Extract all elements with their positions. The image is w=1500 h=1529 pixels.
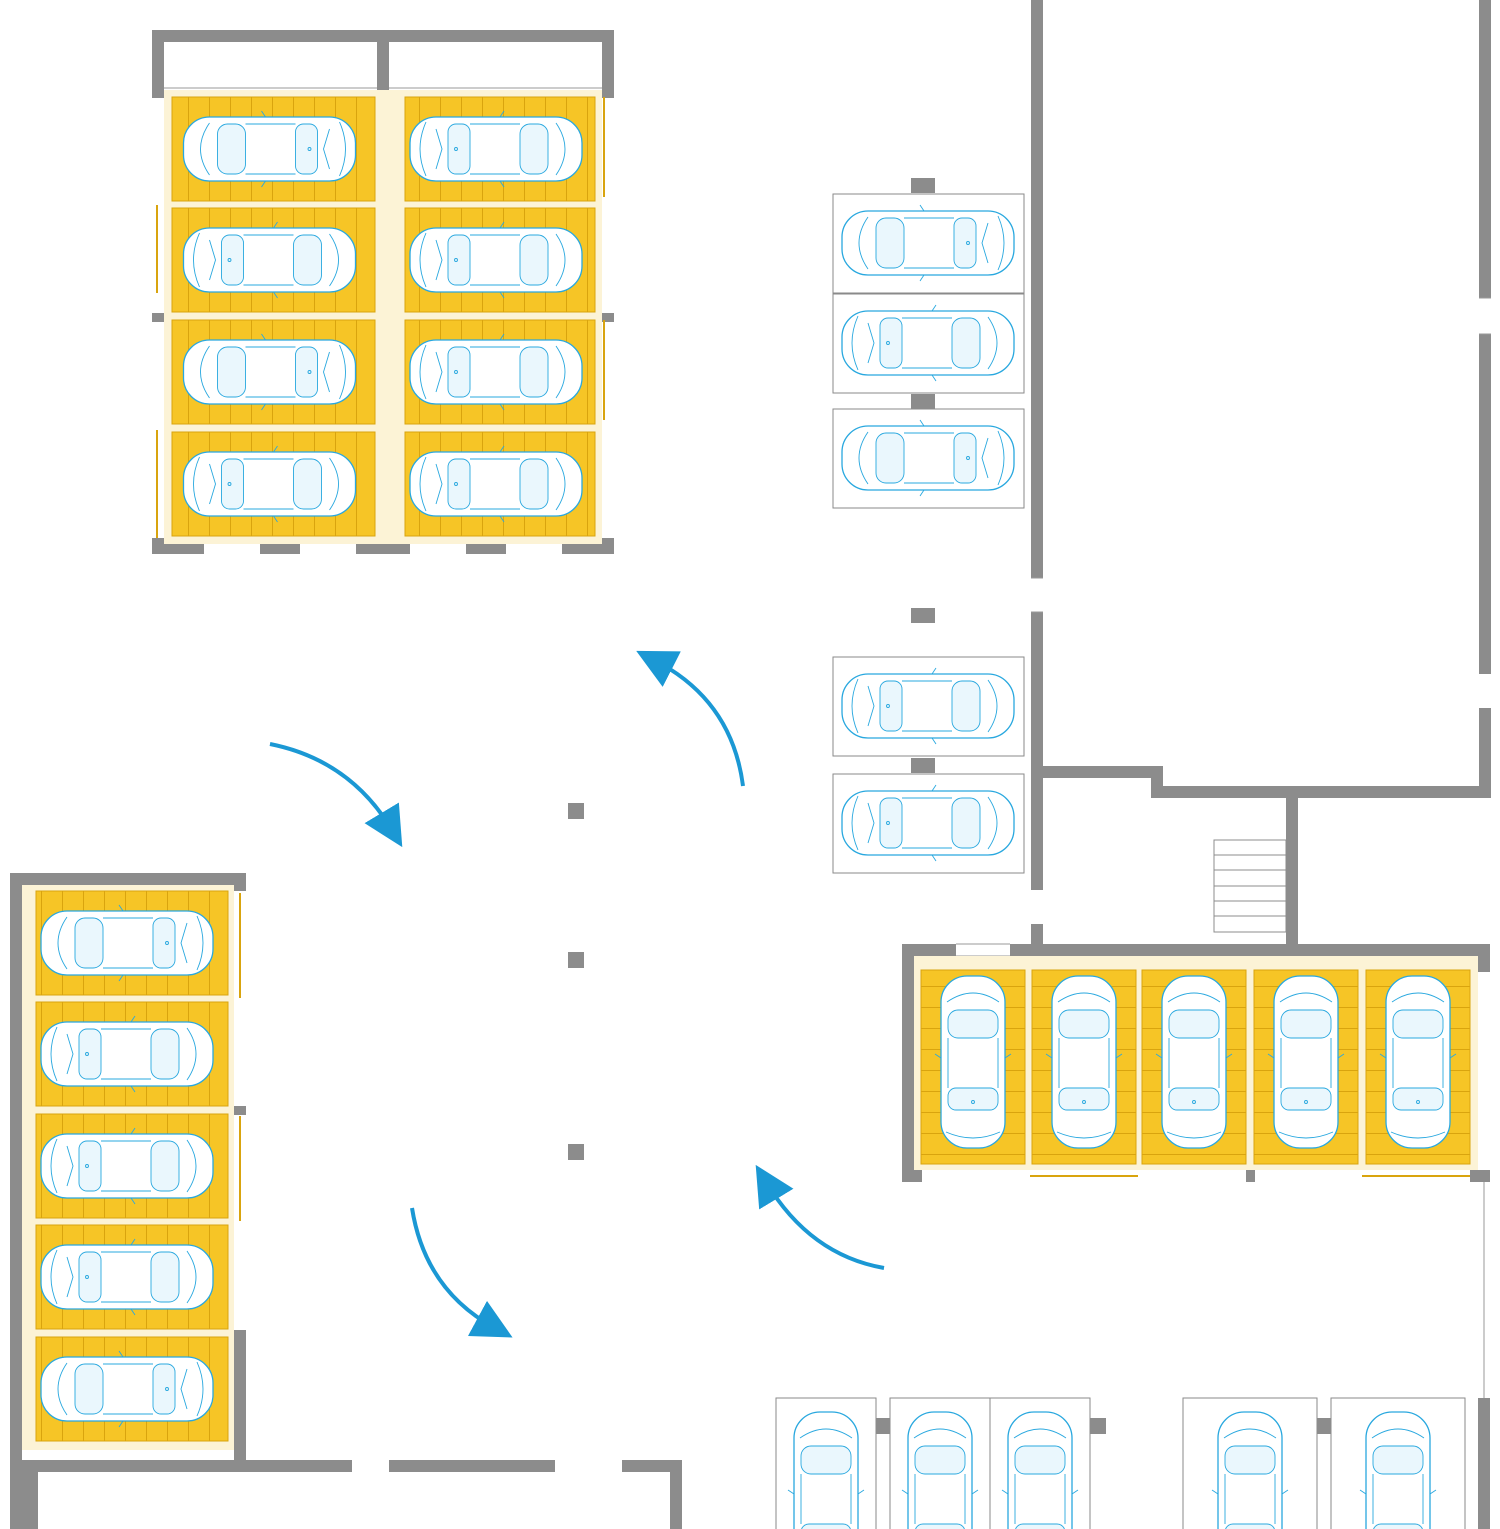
wall-segment (389, 1460, 555, 1472)
wall-segment (1031, 766, 1163, 778)
curved-arrow-icon (636, 650, 745, 787)
car-top-view-icon (409, 445, 583, 523)
car-top-view-icon (841, 667, 1015, 745)
parking-system-left (22, 885, 241, 1450)
car-top-view-icon (409, 221, 583, 299)
wall-segment (1031, 612, 1043, 890)
wall-segment (1246, 1170, 1255, 1182)
column-icon (1090, 1418, 1106, 1434)
wall-segment (1479, 708, 1491, 798)
parking-system-right (914, 956, 1478, 1177)
wall-segment (1478, 1398, 1490, 1529)
car-top-view-icon (40, 1350, 214, 1428)
wall-segment (377, 42, 389, 90)
column-icon (568, 803, 584, 819)
column-icon (568, 952, 584, 968)
car-top-view-icon (841, 304, 1015, 382)
column-icon (911, 758, 935, 773)
car-top-view-icon (1155, 975, 1233, 1149)
column-icon (911, 178, 935, 193)
car-top-view-icon (841, 204, 1015, 282)
wall-segment (152, 30, 614, 42)
wall-segment (22, 1460, 352, 1472)
car-top-view-icon (40, 1015, 214, 1093)
wall-segment (602, 30, 614, 98)
car-top-view-icon (409, 110, 583, 188)
parking-system-top-left (156, 90, 605, 544)
stairs-icon (1213, 839, 1287, 933)
column-icon (1317, 1418, 1331, 1434)
column-icon (568, 1144, 584, 1160)
circulation-arrows (269, 650, 885, 1338)
wall-segment (260, 544, 300, 554)
curved-arrow-icon (269, 742, 403, 848)
car-top-view-icon (1045, 975, 1123, 1149)
car-top-view-icon (40, 1238, 214, 1316)
wall-segment (356, 544, 410, 554)
car-top-view-icon (841, 784, 1015, 862)
open-parking-bays (775, 193, 1466, 1529)
wall-segment (1286, 798, 1298, 946)
car-top-view-icon (182, 221, 357, 299)
wall-segment (1031, 0, 1043, 578)
structural-columns (568, 178, 1331, 1434)
car-top-view-icon (1001, 1411, 1079, 1529)
car-top-view-icon (40, 904, 214, 982)
wall-segment (1010, 944, 1490, 956)
wall-segment (152, 313, 166, 322)
wall-segment (10, 873, 22, 1529)
car-top-view-icon (182, 333, 357, 411)
wall-segment (902, 944, 956, 956)
car-top-view-icon (40, 1127, 214, 1205)
wall-segment (466, 544, 506, 554)
column-icon (911, 608, 935, 623)
wall-segment (600, 313, 614, 322)
car-top-view-icon (1211, 1411, 1289, 1529)
wall-segment (1479, 334, 1491, 674)
column-icon (876, 1418, 890, 1434)
wall-segment (902, 1170, 922, 1182)
wall-segment (234, 1330, 246, 1460)
car-top-view-icon (409, 333, 583, 411)
car-top-view-icon (182, 445, 357, 523)
wall-segment (22, 1460, 38, 1529)
curved-arrow-icon (755, 1164, 885, 1270)
car-top-view-icon (182, 110, 357, 188)
wall-segment (902, 944, 914, 1182)
wall-segment (10, 873, 246, 885)
wall-segment (1031, 924, 1043, 946)
wall-segment (152, 544, 204, 554)
wall-segment (1478, 944, 1490, 972)
car-top-view-icon (787, 1411, 865, 1529)
car-top-view-icon (934, 975, 1012, 1149)
wall-segment (234, 873, 246, 891)
wall-segment (232, 1106, 246, 1115)
wall-segment (670, 1460, 682, 1529)
column-icon (911, 394, 935, 409)
wall-segment (1470, 1170, 1490, 1182)
car-top-view-icon (901, 1411, 979, 1529)
car-top-view-icon (1267, 975, 1345, 1149)
car-top-view-icon (1379, 975, 1457, 1149)
car-top-view-icon (1359, 1411, 1437, 1529)
car-top-view-icon (841, 419, 1015, 497)
wall-segment (1151, 786, 1491, 798)
wall-segment (152, 30, 164, 98)
curved-arrow-icon (410, 1207, 513, 1338)
wall-segment (562, 544, 614, 554)
wall-segment (1479, 0, 1491, 298)
wall-segment (622, 1460, 682, 1472)
